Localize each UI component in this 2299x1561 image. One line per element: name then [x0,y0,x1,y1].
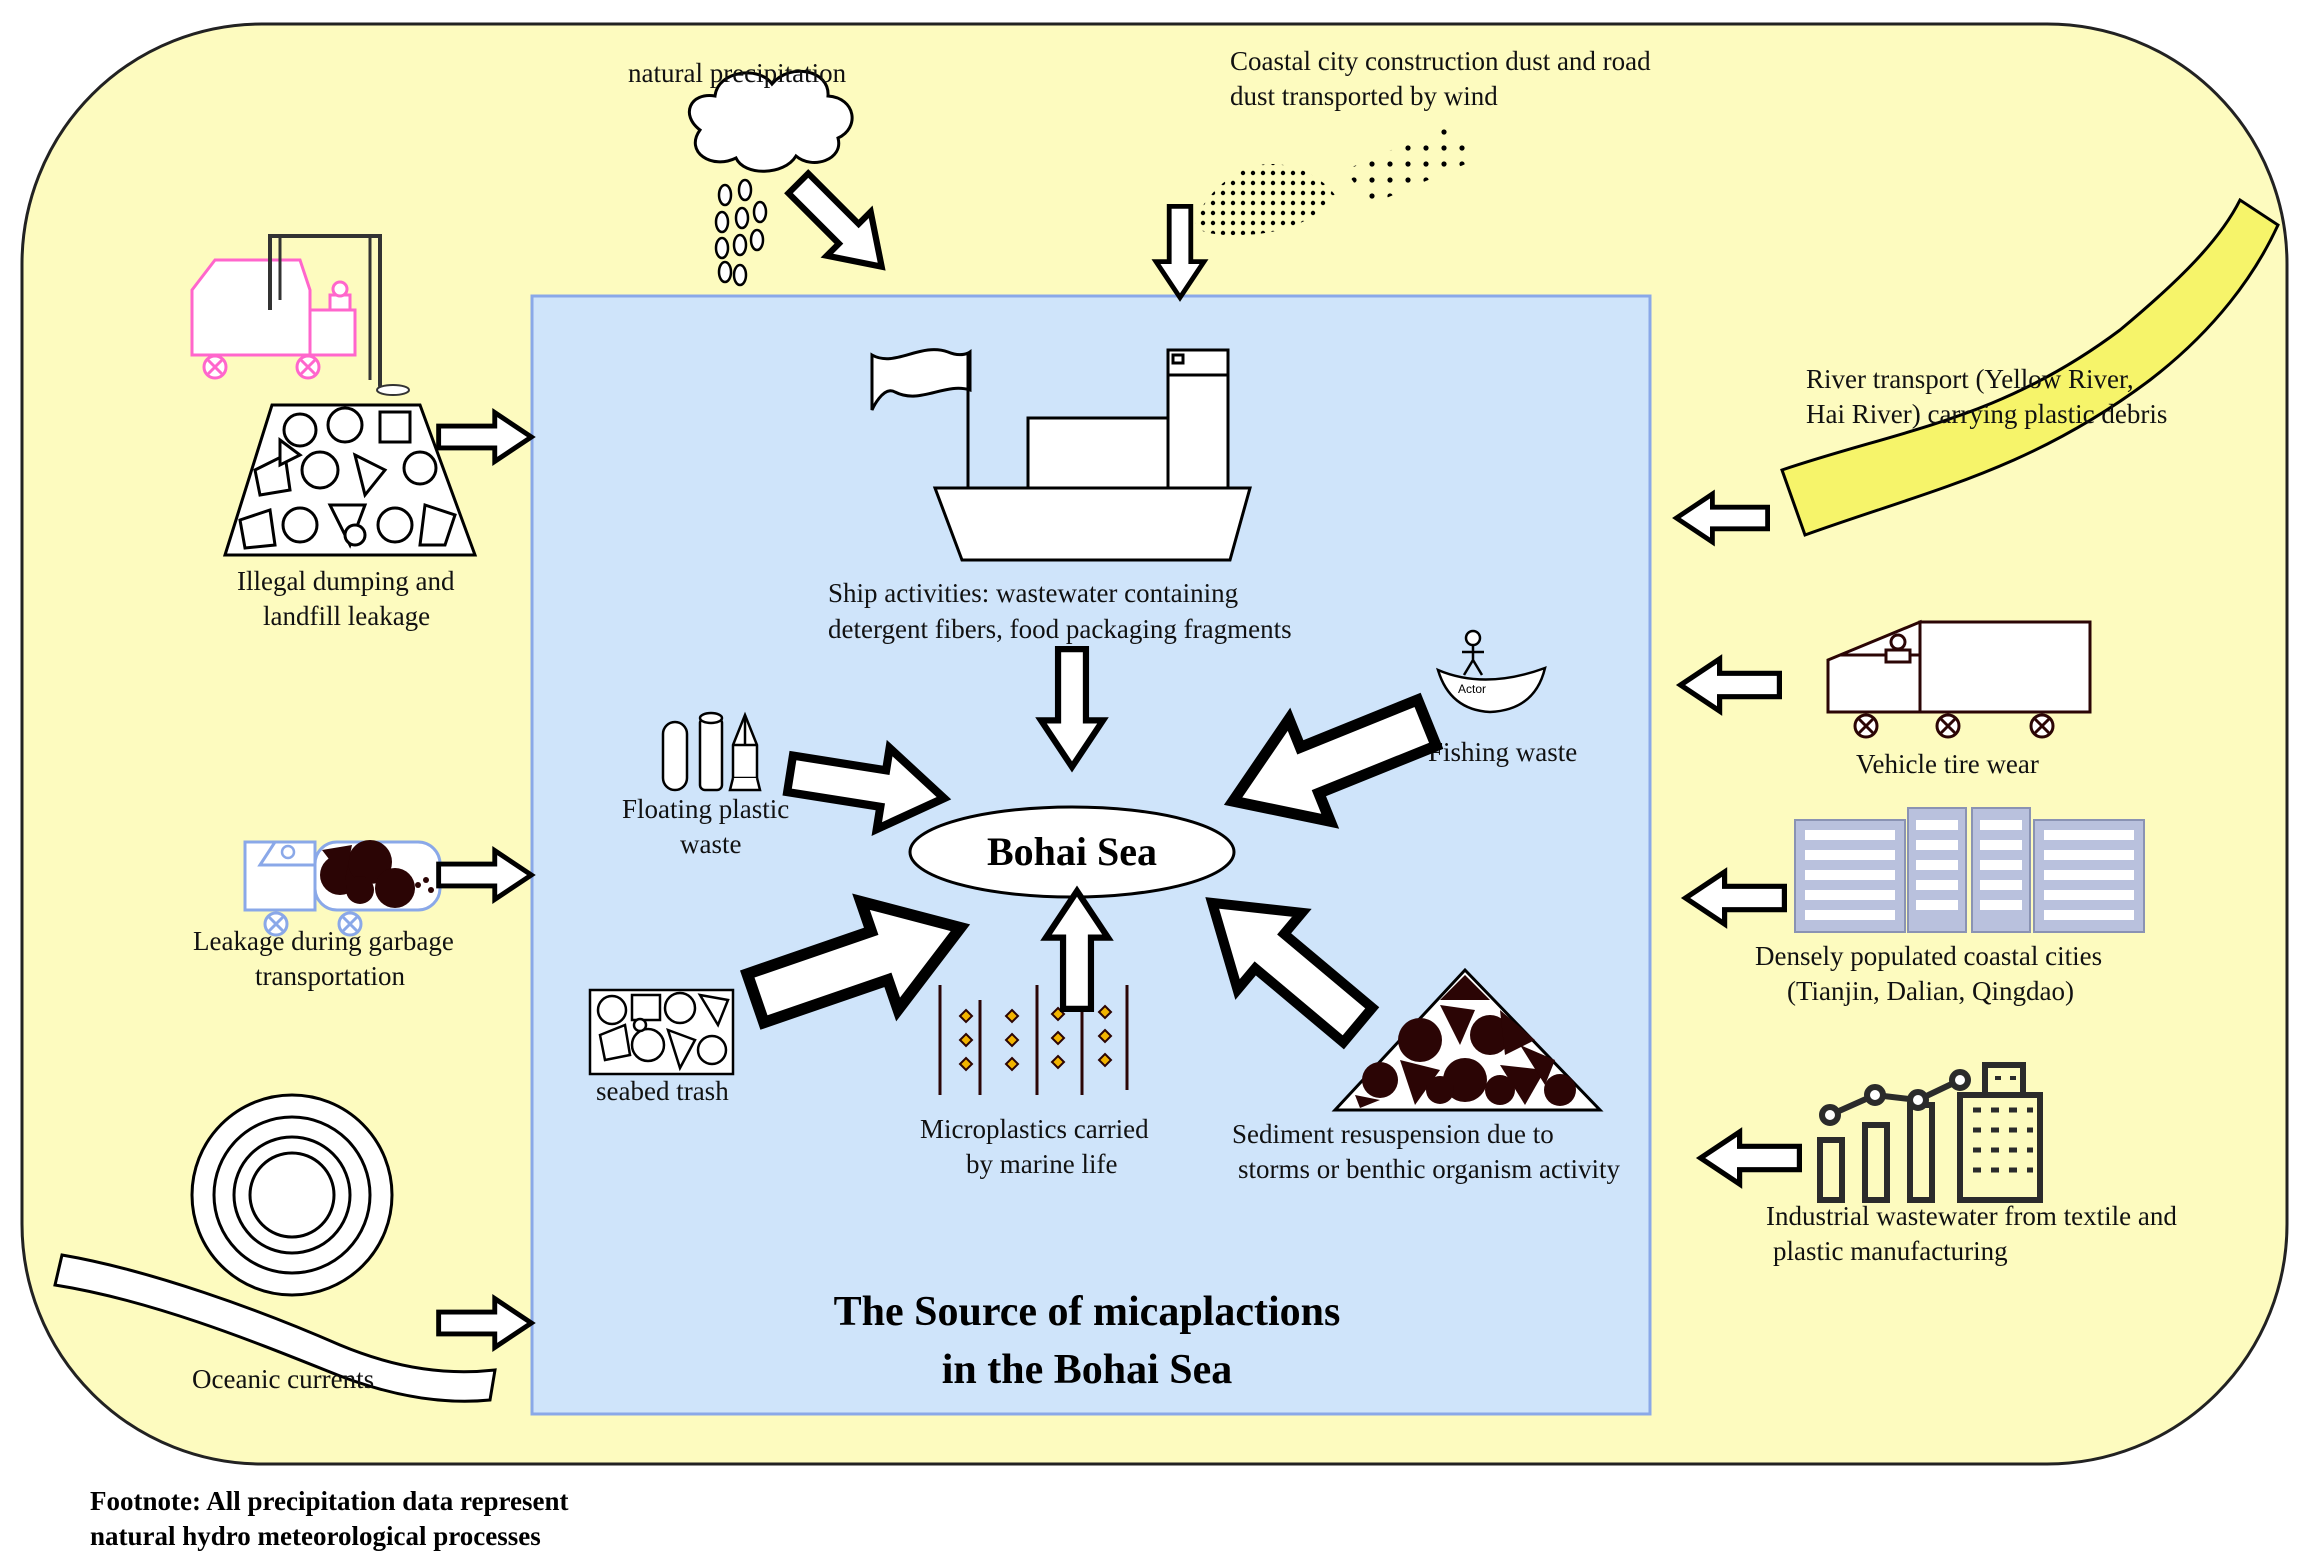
seabed-trash-icon [588,988,735,1076]
coastal-cities-label-line2: (Tianjin, Dalian, Qingdao) [1787,976,2074,1006]
vehicle-arrow [1675,654,1782,716]
cities-arrow [1680,867,1787,929]
seabed-trash-label: seabed trash [596,1076,729,1106]
industrial-arrow [1695,1127,1802,1189]
river-label-line1: River transport (Yellow River, [1806,364,2134,394]
industrial-label-line1: Industrial wastewater from textile and [1766,1201,2177,1231]
marine-life-particles-icon [938,985,1129,1095]
marine-life-label-line1: Microplastics carried [920,1114,1149,1144]
garbage-arrow [436,846,536,904]
coastal-cities-label-line1: Densely populated coastal cities [1755,941,2102,971]
garbage-leakage-label-line2: transportation [255,961,405,991]
footnote-line2: natural hydro meteorological processes [90,1521,541,1551]
cloud-rain-icon [687,69,854,287]
marine-life-label-line2: by marine life [966,1149,1117,1179]
bohai-sea-label: Bohai Sea [987,829,1157,874]
fishing-boat-icon [1436,629,1547,714]
river-arrow [1672,489,1771,547]
industrial-label-line2: plastic manufacturing [1773,1236,2008,1266]
floating-plastic-label-line1: Floating plastic [622,794,789,824]
fishing-waste-label: Fishing waste [1428,737,1577,767]
garbage-leakage-label-line1: Leakage during garbage [193,926,454,956]
ship-arrow [1035,646,1109,773]
fishing-arrow [1223,692,1444,829]
floating-plastic-label-line2: waste [680,829,741,859]
ship-icon [870,348,1252,562]
leaking-truck-icon [243,840,442,937]
currents-arrow [436,1294,536,1352]
ocean-current-icon [53,1093,497,1403]
landfill-pile-icon [222,403,478,557]
ship-label-line1: Ship activities: wastewater containing [828,578,1238,608]
industry-chart-icon [1817,1062,2043,1203]
sediment-arrow [1205,897,1380,1050]
dust-label-line1: Coastal city construction dust and road [1230,46,1651,76]
footnote-line1: Footnote: All precipitation data represe… [90,1486,568,1516]
illegal-dumping-label-line2: landfill leakage [263,601,430,631]
oceanic-currents-label: Oceanic currents [192,1364,374,1394]
sediment-label-line1: Sediment resuspension due to [1232,1119,1554,1149]
dumping-arrow [436,408,536,466]
diagram-title-line1: The Source of micaplactions [834,1289,1341,1335]
sediment-label-line2: storms or benthic organism activity [1238,1154,1620,1184]
dust-label-line2: dust transported by wind [1230,81,1498,111]
plastic-bottles-icon [661,711,762,792]
city-buildings-icon [1794,807,2145,933]
actor-label: Actor [1458,682,1486,696]
ship-label-line2: detergent fibers, food packaging fragmen… [828,614,1292,644]
natural-precipitation-label: natural precipitation [628,58,847,88]
floating-arrow [782,739,952,836]
diagram-title-line2: in the Bohai Sea [942,1347,1233,1393]
river-icon [1780,197,2280,537]
illegal-dumping-label-line1: Illegal dumping and [237,566,455,596]
dust-arrow [1151,203,1209,302]
marine-life-arrow [1040,885,1114,1012]
seabed-arrow [740,893,971,1030]
delivery-truck-icon [1826,619,2092,739]
sediment-pile-icon [1331,967,1604,1112]
dust-particles-icon [1195,125,1475,236]
precipitation-arrow [784,169,886,271]
river-label-line2: Hai River) carrying plastic debris [1806,399,2167,429]
vehicle-tire-label: Vehicle tire wear [1856,749,2039,779]
